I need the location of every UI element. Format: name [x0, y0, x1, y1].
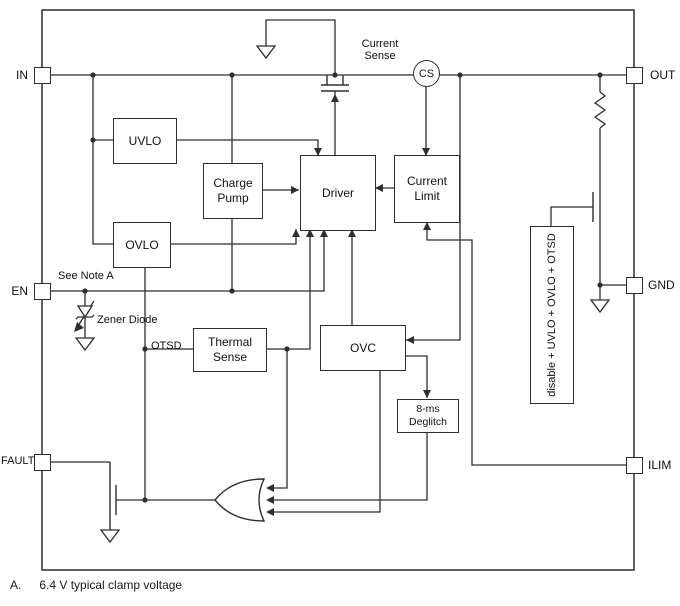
block-charge-pump-label: Charge Pump — [213, 176, 253, 205]
fault-fet-icon — [109, 462, 117, 530]
ground-icon-discharge — [589, 299, 611, 314]
zener-diode-label: Zener Diode — [97, 314, 158, 326]
block-current-limit: Current Limit — [394, 155, 460, 223]
wire-thermal-to-orgate — [273, 349, 288, 489]
wire-bus-to-dischargefet-gate — [550, 206, 593, 226]
wire-ilim-to-currentlimit — [426, 222, 626, 466]
pin-label-ilim: ILIM — [648, 458, 672, 472]
pin-label-fault: FAULT — [1, 455, 35, 467]
block-driver: Driver — [300, 155, 376, 231]
pin-label-in: IN — [16, 68, 28, 82]
block-deglitch-label: 8-ms Deglitch — [409, 402, 447, 428]
ground-icon-zener — [74, 337, 96, 352]
fault-or-gate-icon — [214, 478, 266, 522]
wire-uvlo-to-driver — [174, 139, 319, 156]
block-thermal-sense-label: Thermal Sense — [207, 335, 252, 364]
ground-icon-fault — [99, 529, 121, 544]
wires — [50, 19, 626, 513]
zener-diode-icon — [74, 305, 95, 332]
wire-thermal-to-driver — [264, 229, 311, 350]
footnote-prefix: A. — [10, 578, 22, 592]
arrowheads — [266, 94, 431, 516]
block-uvlo-label: UVLO — [128, 133, 162, 148]
discharge-bus-box: disable + UVLO + OVLO + OTSD — [530, 226, 574, 404]
current-sense-circle: CS — [413, 60, 440, 87]
block-charge-pump: Charge Pump — [203, 163, 263, 219]
block-current-limit-label: Current Limit — [406, 174, 447, 203]
current-sense-caption: Current Sense — [361, 38, 399, 62]
ground-symbols — [74, 45, 611, 544]
clamp-arrowhead — [74, 322, 84, 332]
otsd-label: OTSD — [151, 340, 182, 352]
pin-ilim[interactable] — [626, 457, 643, 474]
wire-fet-to-ground — [265, 19, 336, 75]
wire-deglitch-to-orgate — [273, 430, 428, 501]
block-deglitch: 8-ms Deglitch — [397, 399, 459, 433]
discharge-resistor — [593, 91, 607, 129]
footnote-text: 6.4 V typical clamp voltage — [39, 578, 183, 592]
wire-in-to-ovlo — [92, 75, 114, 245]
block-ovlo-label: OVLO — [125, 237, 159, 252]
block-uvlo: UVLO — [113, 118, 177, 164]
pin-in[interactable] — [34, 67, 51, 84]
wire-rail-to-ovc — [406, 75, 461, 341]
wire-en-to-driver — [50, 229, 325, 292]
pin-label-en: EN — [11, 284, 28, 298]
pin-label-gnd: GND — [648, 278, 675, 292]
cs-label: CS — [418, 67, 435, 80]
block-ovc-label: OVC — [349, 340, 376, 355]
footnote: A. 6.4 V typical clamp voltage — [10, 578, 182, 592]
pin-fault[interactable] — [34, 454, 51, 471]
block-driver-label: Driver — [322, 185, 354, 200]
block-ovc: OVC — [320, 325, 406, 371]
junction-dots — [82, 72, 603, 503]
pin-en[interactable] — [34, 283, 51, 300]
pin-out[interactable] — [626, 67, 643, 84]
pin-label-out: OUT — [650, 68, 676, 82]
pass-fet-icon — [321, 75, 349, 92]
block-ovlo: OVLO — [113, 222, 171, 268]
wire-ovc-to-orgate — [273, 369, 381, 513]
wire-ovc-to-deglitch — [403, 355, 428, 398]
block-thermal-sense: Thermal Sense — [193, 328, 267, 372]
ground-icon-top — [255, 45, 277, 60]
see-note-label: See Note A — [58, 270, 114, 282]
discharge-bus-label: disable + UVLO + OVLO + OTSD — [546, 233, 558, 397]
pin-gnd[interactable] — [626, 277, 643, 294]
